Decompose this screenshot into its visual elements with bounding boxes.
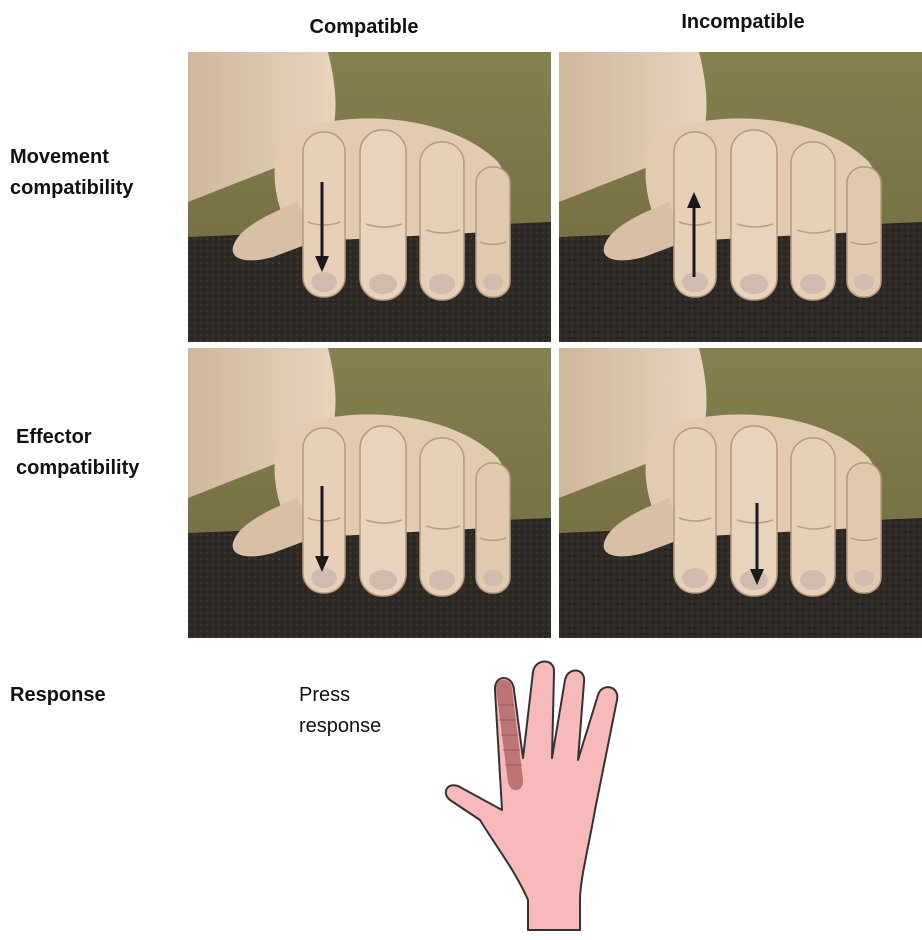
- column-header-incompatible: Incompatible: [643, 11, 843, 34]
- hand-photo-illustration: [559, 348, 922, 638]
- row-label-line-2: compatibility: [10, 173, 133, 204]
- hand-photo-illustration: [188, 52, 551, 342]
- row-label-movement-compatibility: Movement compatibility: [10, 142, 133, 204]
- column-header-compatible: Compatible: [264, 16, 464, 39]
- row-label-response: Response: [10, 680, 106, 711]
- row-label-effector-compatibility: Effector compatibility: [16, 422, 139, 484]
- hand-photo-illustration: [188, 348, 551, 638]
- hand-outline-icon: [440, 660, 640, 935]
- hand-response-diagram: [440, 660, 640, 935]
- row-label-line-1: Movement: [10, 142, 133, 173]
- hand-photo-illustration: [559, 52, 922, 342]
- photo-movement-compatible: [188, 52, 551, 342]
- press-response-label: Press response: [299, 680, 381, 742]
- press-label-line-2: response: [299, 711, 381, 742]
- press-label-line-1: Press: [299, 680, 381, 711]
- photo-effector-incompatible: [559, 348, 922, 638]
- photo-effector-compatible: [188, 348, 551, 638]
- row-label-line-1: Effector: [16, 422, 139, 453]
- photo-movement-incompatible: [559, 52, 922, 342]
- row-label-line-2: compatibility: [16, 453, 139, 484]
